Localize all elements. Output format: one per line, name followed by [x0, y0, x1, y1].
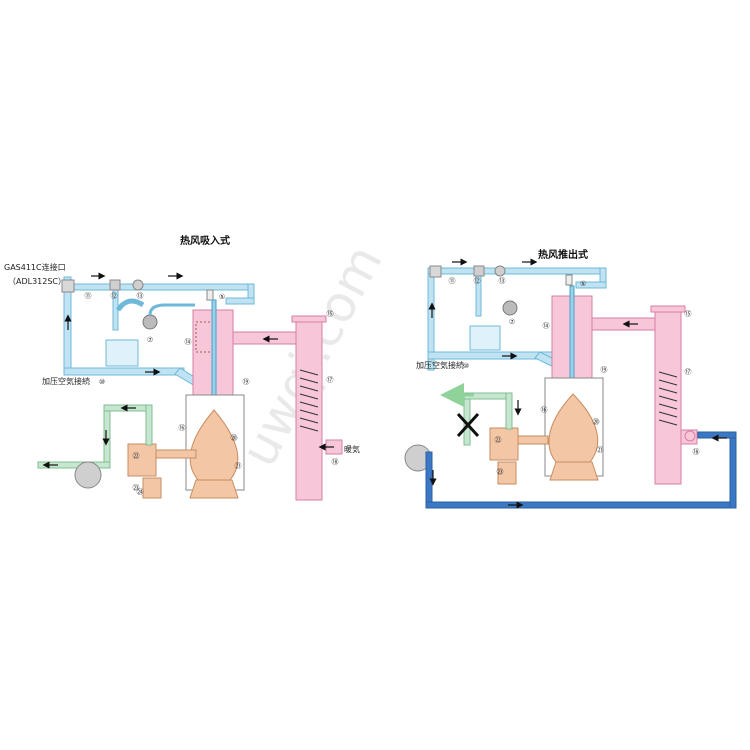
feed-beaker [105, 339, 139, 367]
svg-text:⑩: ⑩ [99, 378, 105, 386]
hot-air-label: 暖気 [344, 444, 360, 454]
panel-suction: 热风吸入式 GAS411C连接口 （ADL312SC） [4, 234, 360, 501]
panel-push: 热风推出式 [404, 248, 737, 509]
svg-text:⑮: ⑮ [685, 310, 692, 318]
air-inlet-label: 加压空気接続 [42, 376, 90, 386]
svg-text:⑩: ⑩ [463, 362, 469, 370]
model-label: （ADL312SC） [8, 277, 66, 286]
regulator-12 [109, 279, 121, 291]
feed-beaker-b [469, 325, 501, 351]
svg-text:⑰: ⑰ [685, 368, 692, 376]
svg-text:㉑: ㉑ [235, 462, 242, 470]
cyclone [127, 443, 197, 499]
svg-text:㉔: ㉔ [137, 488, 144, 496]
svg-text:⑭: ⑭ [185, 338, 192, 346]
nozzle-5 [206, 289, 214, 301]
drying-chamber-2 [544, 285, 604, 481]
svg-text:㉑: ㉑ [597, 446, 604, 454]
blocked-cross [456, 412, 480, 438]
svg-text:㉒: ㉒ [495, 436, 502, 444]
pump-7 [142, 314, 158, 330]
pump-7-b [502, 300, 518, 316]
svg-text:⑰: ⑰ [327, 376, 334, 384]
svg-text:⑤: ⑤ [219, 293, 225, 301]
svg-text:㉒: ㉒ [133, 452, 140, 460]
hot-air-duct-2 [591, 305, 698, 485]
valve-11-b [429, 265, 442, 278]
svg-text:⑬: ⑬ [499, 277, 506, 285]
heater-coil-2 [658, 371, 678, 426]
part-numbers-2: ⑪ ⑫ ⑬ ⑤ ⑦ ⑭ ⑩ ⑮ ⑰ ⑱ ⑳ ⑲ ㉑ ㉒ ㉓ ⑯ [449, 277, 700, 476]
svg-text:⑬: ⑬ [137, 292, 144, 300]
svg-text:⑭: ⑭ [543, 322, 550, 330]
valve-11 [61, 279, 75, 293]
svg-text:⑲: ⑲ [243, 378, 250, 386]
cyclone-2 [489, 427, 549, 485]
svg-text:⑱: ⑱ [693, 448, 700, 456]
drying-chamber [185, 299, 245, 499]
svg-text:⑪: ⑪ [449, 277, 456, 285]
svg-text:⑦: ⑦ [509, 318, 515, 326]
flow-arrows-2 [428, 258, 727, 509]
svg-text:⑯: ⑯ [179, 424, 186, 432]
part-numbers: ⑪ ⑫ ⑬ ⑤ ⑦ ⑭ ⑩ ⑮ ⑰ ⑱ ⑳ ⑲ ㉑ ㉒ ㉓ ㉔ ⑯ [85, 292, 339, 496]
svg-text:⑫: ⑫ [474, 277, 481, 285]
svg-text:⑤: ⑤ [580, 280, 586, 288]
svg-text:⑲: ⑲ [601, 366, 608, 374]
svg-text:㉓: ㉓ [497, 468, 504, 476]
heater-coil [299, 369, 319, 432]
svg-text:⑳: ⑳ [593, 418, 600, 426]
svg-text:⑮: ⑮ [327, 310, 334, 318]
panel-title-push: 热风推出式 [538, 248, 588, 261]
gauge-13 [132, 279, 144, 291]
panel-title-suction: 热风吸入式 [180, 234, 230, 247]
svg-text:㉓: ㉓ [133, 484, 140, 492]
connector-label: GAS411C连接口 [4, 262, 66, 272]
blower [74, 461, 102, 489]
svg-text:⑳: ⑳ [231, 434, 238, 442]
nozzle-5-b [565, 274, 573, 286]
gauge-13-b [494, 265, 506, 277]
hot-air-duct [232, 315, 343, 501]
flow-arrows [42, 272, 334, 469]
svg-text:⑫: ⑫ [111, 292, 118, 300]
air-inlet-label-2: 加压空気接続 [416, 360, 464, 370]
svg-text:⑯: ⑯ [541, 406, 548, 414]
regulator-12-b [473, 265, 485, 277]
svg-text:⑱: ⑱ [332, 458, 339, 466]
heater-inlet-2 [684, 430, 696, 442]
svg-text:⑦: ⑦ [147, 336, 153, 344]
svg-text:⑪: ⑪ [85, 292, 92, 300]
